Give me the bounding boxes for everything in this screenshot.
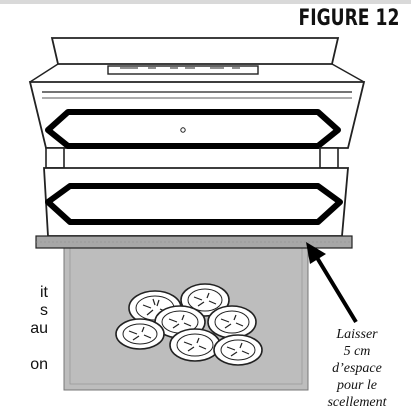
side-text-line: au xyxy=(0,320,48,338)
caption-line: pour le xyxy=(309,377,405,394)
caption-line: 5 cm xyxy=(309,343,405,360)
cropped-side-text: it s au on xyxy=(0,284,48,374)
caption-line: d’espace xyxy=(309,360,405,377)
side-text-line: it xyxy=(0,284,48,302)
seal-space-caption: Laisser 5 cm d’espace pour le scellement xyxy=(309,326,405,411)
sealer-lid xyxy=(30,38,364,148)
seal-strip xyxy=(36,236,352,248)
side-text-line: on xyxy=(0,356,48,374)
hinge-tabs xyxy=(46,148,338,168)
pointer-arrow xyxy=(306,242,356,322)
side-text-line: s xyxy=(0,302,48,320)
sealer-base xyxy=(44,168,348,236)
caption-line: scellement xyxy=(309,394,405,411)
caption-line: Laisser xyxy=(309,326,405,343)
figure-label: FIGURE 12 xyxy=(298,6,399,31)
